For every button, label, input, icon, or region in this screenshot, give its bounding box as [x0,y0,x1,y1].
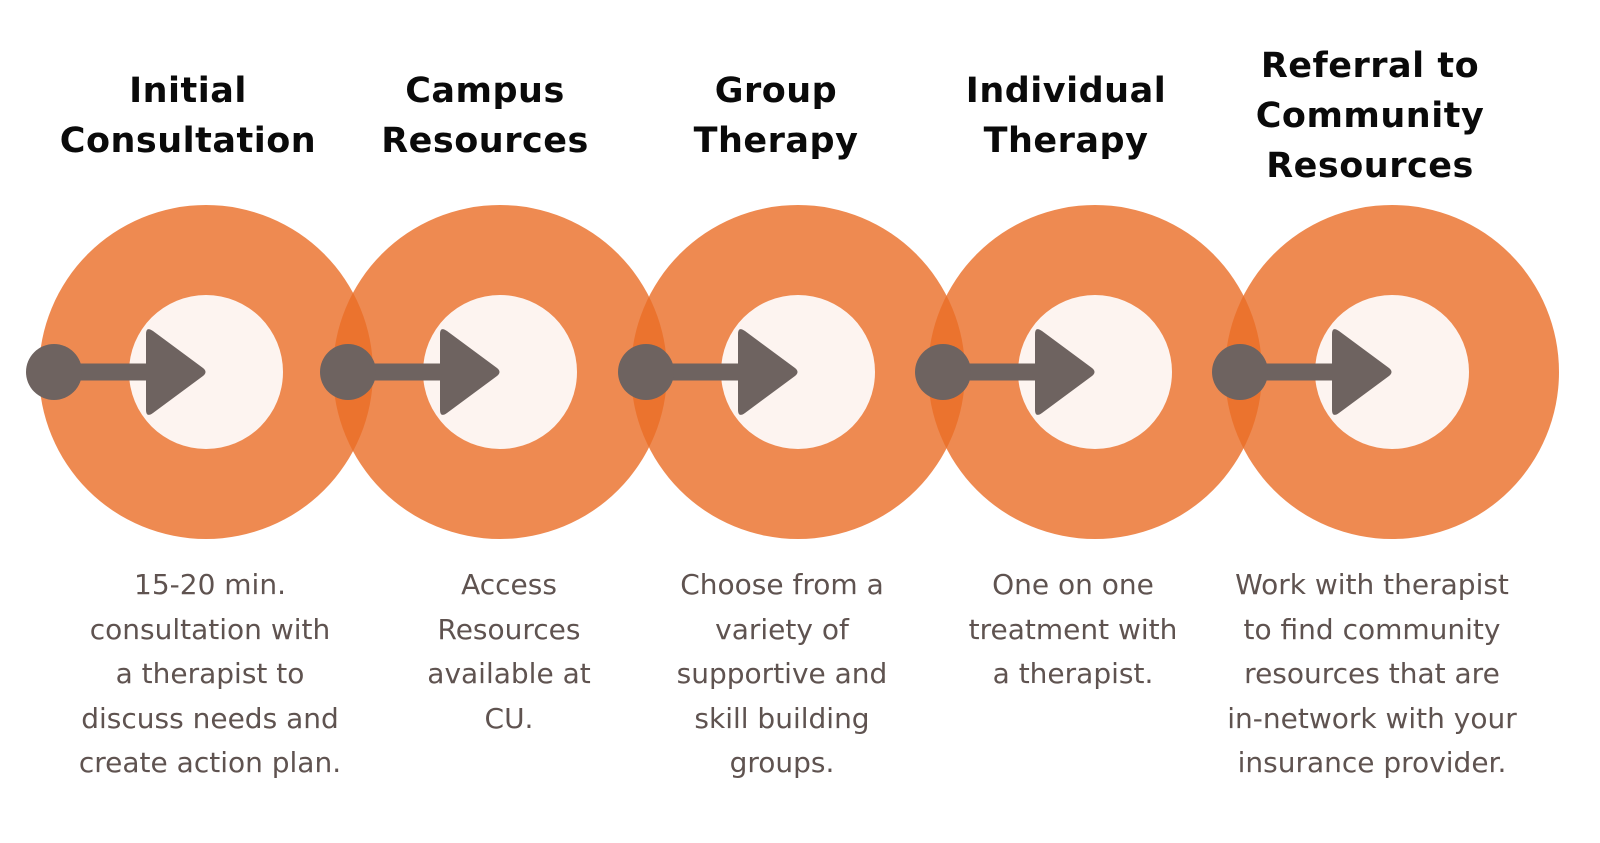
arrow-right-icon [618,329,798,415]
step-title-initial-consultation: Initial Consultation [59,71,317,161]
inner-circle-referral-community-resources [1315,295,1469,449]
arrow-right-icon [915,329,1095,415]
inner-circle-campus-resources [423,295,577,449]
arrow-start-dot [1212,344,1268,400]
arrow-right-icon [26,329,206,415]
arrow-start-dot [915,344,971,400]
arrow-head [1035,329,1095,415]
step-description-group-therapy: Choose from a variety of supportive and … [676,568,888,779]
step-title-referral-community-resources: Referral to Community Resources [1255,46,1485,186]
step-description-initial-consultation: 15-20 min. consultation with a therapist… [78,568,342,779]
inner-circle-initial-consultation [129,295,283,449]
step-title-campus-resources: Campus Resources [381,71,589,161]
arrow-right-icon [1212,329,1392,415]
arrow-head [146,329,206,415]
step-arrows [26,329,1392,415]
arrow-head [440,329,500,415]
inner-circle-individual-therapy [1018,295,1172,449]
step-title-individual-therapy: Individual Therapy [965,71,1167,161]
arrow-start-dot [320,344,376,400]
step-description-individual-therapy: One on one treatment with a therapist. [968,568,1178,690]
arrow-head [738,329,798,415]
step-description-referral-community-resources: Work with therapist to find community re… [1227,568,1517,779]
arrow-start-dot [618,344,674,400]
arrow-right-icon [320,329,500,415]
inner-circle-group-therapy [721,295,875,449]
arrow-head [1332,329,1392,415]
arrow-start-dot [26,344,82,400]
step-description-campus-resources: Access Resources available at CU. [427,568,591,735]
step-title-group-therapy: Group Therapy [693,71,859,161]
step-circles [39,205,1559,539]
